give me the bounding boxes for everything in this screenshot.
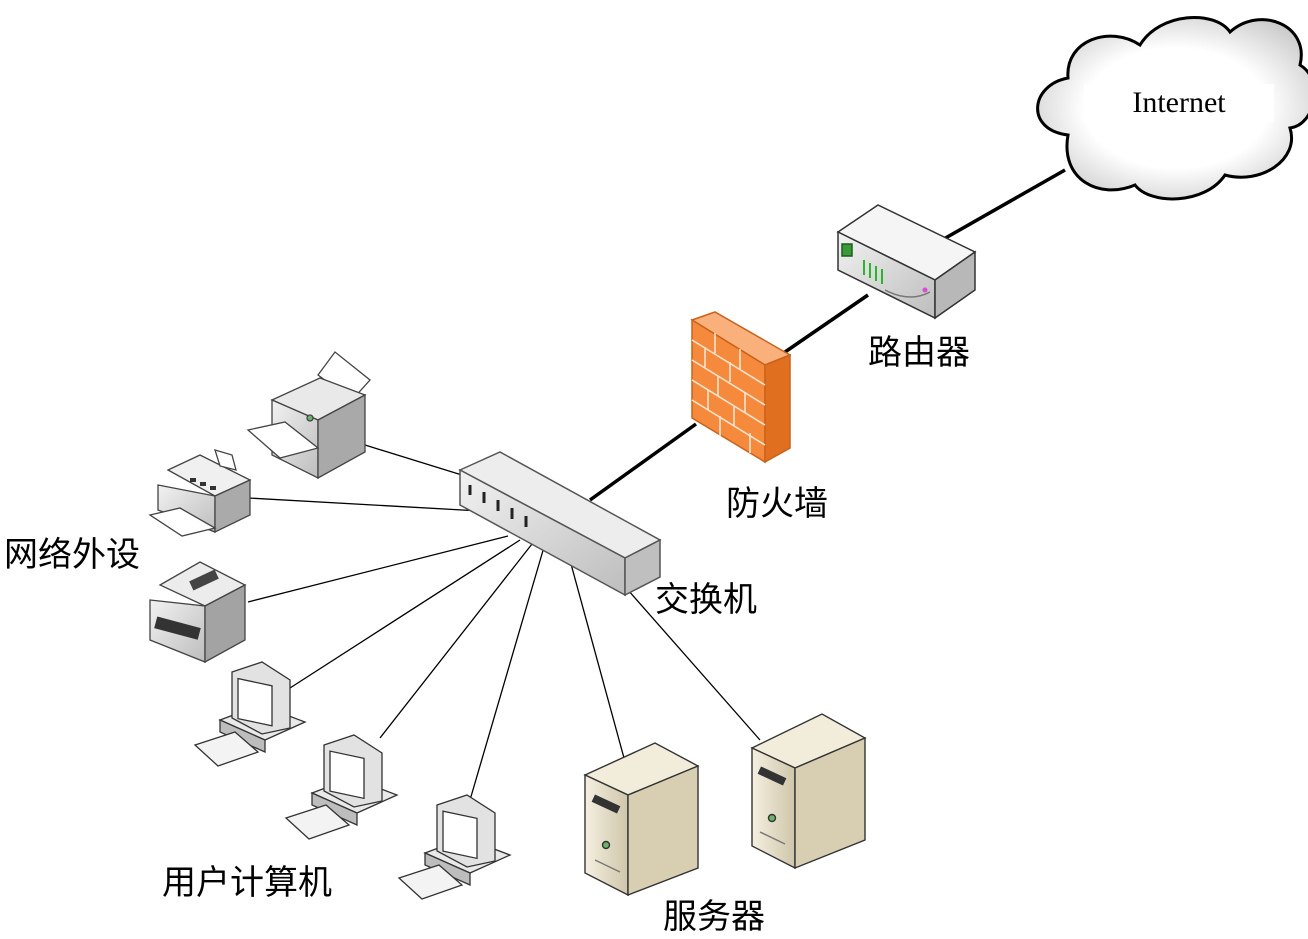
link-fax-switch (247, 497, 499, 513)
fax-icon (148, 449, 252, 537)
router-icon (836, 204, 977, 320)
switch-icon (458, 451, 662, 597)
server-icon (583, 742, 700, 897)
servers-label: 服务器 (663, 897, 765, 937)
link-pc2-switch (379, 543, 533, 739)
computer-icon (193, 661, 307, 767)
switch-label: 交换机 (655, 580, 757, 620)
firewall-label: 防火墙 (726, 484, 828, 524)
link-cloud-router (941, 168, 1066, 242)
link-firewall-switch (588, 422, 698, 502)
printer-icon (246, 351, 371, 480)
link-pc3-switch (469, 546, 545, 801)
link-pc1-switch (289, 539, 521, 689)
connection-lines (247, 168, 1066, 801)
link-printer1-switch (364, 444, 479, 481)
link-server2-switch (627, 589, 761, 741)
computers-label: 用户计算机 (162, 863, 332, 903)
link-printer2-switch (247, 535, 509, 603)
firewall-icon (690, 311, 792, 464)
router-label: 路由器 (868, 333, 970, 373)
computer-icon (284, 734, 399, 840)
printer-icon (149, 561, 247, 664)
server-icon (750, 713, 867, 870)
internet-label: Internet (1084, 84, 1274, 122)
peripherals-label: 网络外设 (4, 535, 140, 575)
computer-icon (397, 794, 512, 900)
link-router-firewall (784, 293, 869, 354)
link-server1-switch (567, 552, 625, 759)
